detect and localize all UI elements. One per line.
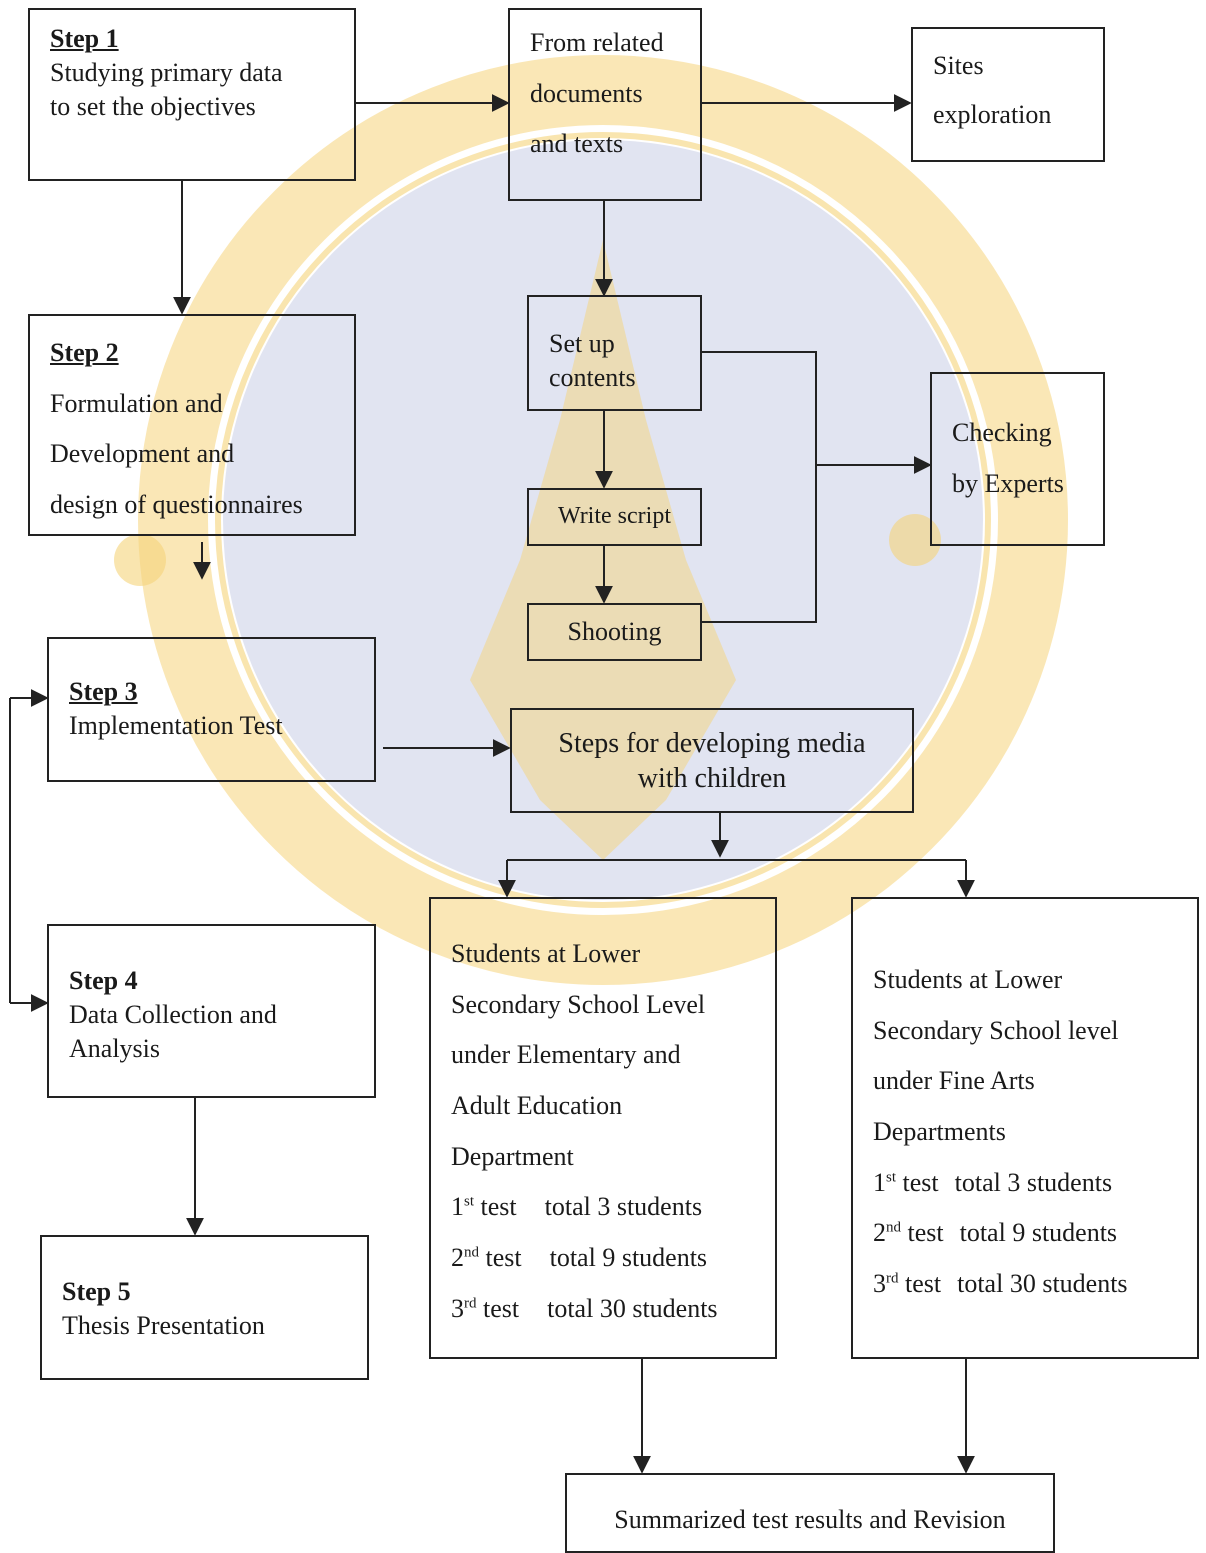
media-line: with children: [637, 762, 787, 794]
media-line: Steps for developing media: [558, 727, 866, 759]
step3-line: Implementation Test: [69, 710, 283, 740]
step2-heading: Step 2: [50, 338, 119, 367]
test-number: 1: [873, 1167, 886, 1197]
shooting-box: Shooting: [527, 603, 702, 661]
step2-line: design of questionnaires: [50, 490, 303, 520]
checking-line: Checking: [952, 418, 1052, 447]
step4-heading: Step 4: [69, 966, 138, 995]
step4-box: Step 4 Data Collection and Analysis: [47, 924, 376, 1098]
test-total: total 30 students: [547, 1293, 718, 1323]
test-number: 3: [873, 1269, 886, 1299]
test-ordinal: nd: [464, 1244, 479, 1261]
step5-line: Thesis Presentation: [62, 1310, 265, 1340]
test-total: total 9 students: [549, 1243, 708, 1273]
related-docs-box: From related documents and texts: [508, 8, 702, 201]
fine-arts-test-row: 3rd test total 30 students: [873, 1259, 1177, 1310]
step2-line: Formulation and: [50, 388, 223, 418]
sites-box: Sites exploration: [911, 27, 1105, 162]
test-total: total 3 students: [954, 1167, 1113, 1197]
write-script-label: Write script: [558, 503, 671, 530]
fine-arts-test-row: 1st test total 3 students: [873, 1158, 1177, 1209]
fine-arts-group-box: Students at Lower Secondary School level…: [851, 897, 1199, 1359]
elementary-group-box: Students at Lower Secondary School Level…: [429, 897, 777, 1359]
test-ordinal: st: [886, 1169, 897, 1186]
step4-line: Analysis: [69, 1033, 160, 1063]
watermark-left-flower: [114, 534, 166, 586]
related-docs-line: and texts: [530, 129, 624, 159]
test-total: total 9 students: [959, 1218, 1118, 1248]
elementary-line: Adult Education: [451, 1091, 623, 1121]
set-up-box: Set up contents: [527, 295, 702, 411]
test-ordinal: st: [464, 1193, 475, 1210]
fine-arts-line: under Fine Arts: [873, 1066, 1035, 1096]
elementary-line: under Elementary and: [451, 1040, 681, 1070]
write-script-box: Write script: [527, 488, 702, 546]
test-number: 3: [451, 1293, 464, 1323]
step1-heading: Step 1: [50, 24, 119, 53]
set-up-line: contents: [549, 362, 636, 392]
elementary-line: Students at Lower: [451, 939, 641, 968]
test-number: 2: [873, 1218, 886, 1248]
test-ordinal: nd: [886, 1219, 901, 1236]
fine-arts-line: Secondary School level: [873, 1015, 1119, 1045]
summary-box: Summarized test results and Revision: [565, 1473, 1055, 1553]
test-ordinal: rd: [464, 1295, 477, 1312]
step5-heading: Step 5: [62, 1277, 131, 1306]
shooting-label: Shooting: [567, 617, 662, 647]
media-box: Steps for developing media with children: [510, 708, 914, 813]
connector-setup-bracket: [701, 351, 817, 623]
fine-arts-line: Departments: [873, 1117, 1006, 1147]
test-number: 1: [451, 1192, 464, 1222]
test-number: 2: [451, 1243, 464, 1273]
watermark-outer-ring: [138, 55, 1068, 985]
summary-label: Summarized test results and Revision: [614, 1505, 1006, 1534]
step5-box: Step 5 Thesis Presentation: [40, 1235, 369, 1380]
step3-heading: Step 3: [69, 677, 138, 706]
fine-arts-line: Students at Lower: [873, 965, 1063, 994]
step3-box: Step 3 Implementation Test: [47, 637, 376, 782]
step1-line: to set the objectives: [50, 91, 256, 121]
related-docs-line: documents: [530, 78, 643, 108]
step2-line: Development and: [50, 439, 235, 469]
test-total: total 3 students: [544, 1192, 703, 1222]
elementary-test-row: 3rd test total 30 students: [451, 1284, 755, 1335]
checking-box: Checking by Experts: [930, 372, 1105, 546]
test-word: test: [485, 1243, 522, 1273]
test-word: test: [483, 1293, 520, 1323]
test-word: test: [902, 1167, 939, 1197]
elementary-test-row: 1st test total 3 students: [451, 1182, 755, 1233]
related-docs-line: From related: [530, 28, 664, 57]
set-up-line: Set up: [549, 329, 615, 358]
step1-box: Step 1 Studying primary data to set the …: [28, 8, 356, 181]
elementary-line: Secondary School Level: [451, 989, 706, 1019]
test-word: test: [905, 1269, 942, 1299]
step4-line: Data Collection and: [69, 999, 277, 1029]
watermark-ring-edge: [215, 132, 991, 908]
step1-line: Studying primary data: [50, 57, 283, 87]
sites-line: exploration: [933, 100, 1052, 130]
elementary-test-row: 2nd test total 9 students: [451, 1233, 755, 1284]
step2-box: Step 2 Formulation and Development and d…: [28, 314, 356, 536]
test-word: test: [480, 1192, 517, 1222]
test-total: total 30 students: [957, 1269, 1128, 1299]
elementary-line: Department: [451, 1141, 574, 1171]
checking-line: by Experts: [952, 468, 1064, 498]
sites-line: Sites: [933, 51, 984, 80]
watermark-right-flower: [889, 514, 941, 566]
fine-arts-test-row: 2nd test total 9 students: [873, 1208, 1177, 1259]
test-word: test: [907, 1218, 944, 1248]
test-ordinal: rd: [886, 1270, 899, 1287]
